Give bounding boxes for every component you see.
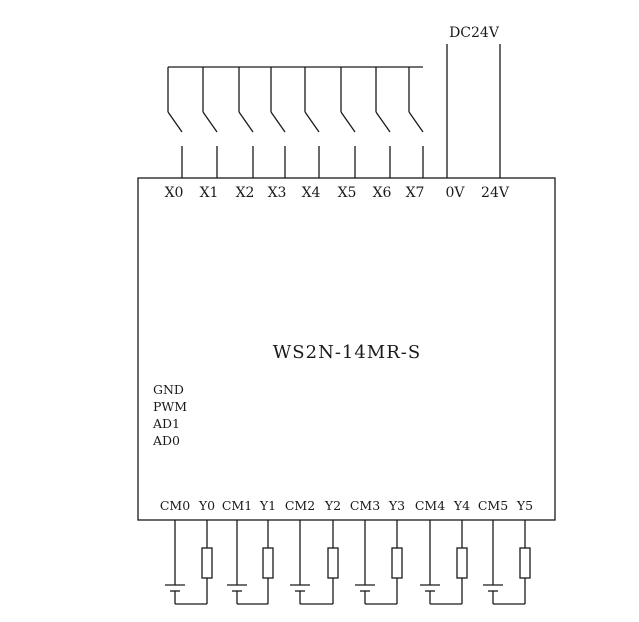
output-common-label: CM5 — [478, 498, 508, 513]
resistor-icon — [391, 547, 403, 579]
battery-icon — [420, 584, 440, 592]
resistor-icon — [327, 547, 339, 579]
input-switch-x3: X3 — [268, 67, 287, 201]
output-circuit-y5: CM5 Y5 — [478, 498, 533, 605]
side-terminal-ad1: AD1 — [152, 416, 180, 431]
input-terminal-label: X3 — [268, 185, 287, 201]
side-terminal-gnd: GND — [153, 382, 184, 397]
module-model-title: WS2N-14MR-S — [273, 342, 421, 363]
input-switch-group: X0 X1 X2 X3 X4 X5 X6 X7 — [165, 67, 425, 201]
input-switch-x5: X5 — [338, 67, 357, 201]
normally-open-switch-icon — [375, 111, 391, 133]
input-switch-x1: X1 — [200, 67, 219, 201]
output-circuit-y4: CM4 Y4 — [415, 498, 470, 605]
input-terminal-label: X4 — [302, 185, 321, 201]
normally-open-switch-icon — [167, 111, 183, 133]
input-switch-x4: X4 — [302, 67, 321, 201]
output-terminal-label: Y1 — [259, 498, 276, 513]
output-circuit-y0: CM0 Y0 — [160, 498, 215, 605]
battery-icon — [290, 584, 310, 592]
normally-open-switch-icon — [238, 111, 254, 133]
output-circuit-y2: CM2 Y2 — [285, 498, 341, 605]
resistor-icon — [262, 547, 274, 579]
output-common-label: CM1 — [222, 498, 252, 513]
resistor-icon — [201, 547, 213, 579]
resistor-icon — [519, 547, 531, 579]
input-switch-x2: X2 — [236, 67, 255, 201]
side-terminal-pwm: PWM — [153, 399, 187, 414]
input-switch-x0: X0 — [165, 67, 184, 201]
output-circuit-y1: CM1 Y1 — [222, 498, 276, 605]
normally-open-switch-icon — [408, 111, 424, 133]
battery-icon — [483, 584, 503, 592]
input-terminal-label: X2 — [236, 185, 255, 201]
output-common-label: CM3 — [350, 498, 380, 513]
output-terminal-label: Y5 — [516, 498, 533, 513]
battery-icon — [165, 584, 185, 592]
supply-terminal-0v: 0V — [445, 185, 465, 201]
normally-open-switch-icon — [304, 111, 320, 133]
battery-icon — [355, 584, 375, 592]
output-terminal-label: Y0 — [198, 498, 215, 513]
output-common-label: CM2 — [285, 498, 315, 513]
output-terminal-label: Y2 — [324, 498, 341, 513]
supply-label: DC24V — [449, 25, 500, 41]
output-common-label: CM4 — [415, 498, 445, 513]
input-terminal-label: X5 — [338, 185, 357, 201]
normally-open-switch-icon — [202, 111, 218, 133]
input-terminal-label: X1 — [200, 185, 219, 201]
side-terminal-ad0: AD0 — [152, 433, 180, 448]
plc-module-body — [137, 177, 556, 521]
output-common-label: CM0 — [160, 498, 190, 513]
input-terminal-label: X7 — [406, 185, 425, 201]
battery-icon — [227, 584, 247, 592]
normally-open-switch-icon — [270, 111, 286, 133]
normally-open-switch-icon — [340, 111, 356, 133]
output-circuit-group: CM0 Y0 CM1 Y1 CM2 Y2 CM3 Y3 CM4 Y4 CM5 Y5 — [160, 498, 533, 605]
output-terminal-label: Y4 — [453, 498, 470, 513]
resistor-icon — [456, 547, 468, 579]
supply-terminal-24v: 24V — [481, 185, 510, 201]
input-terminal-label: X6 — [373, 185, 392, 201]
output-circuit-y3: CM3 Y3 — [350, 498, 405, 605]
input-switch-x6: X6 — [373, 67, 392, 201]
input-switch-x7: X7 — [406, 67, 425, 201]
output-terminal-label: Y3 — [388, 498, 405, 513]
input-terminal-label: X0 — [165, 185, 184, 201]
